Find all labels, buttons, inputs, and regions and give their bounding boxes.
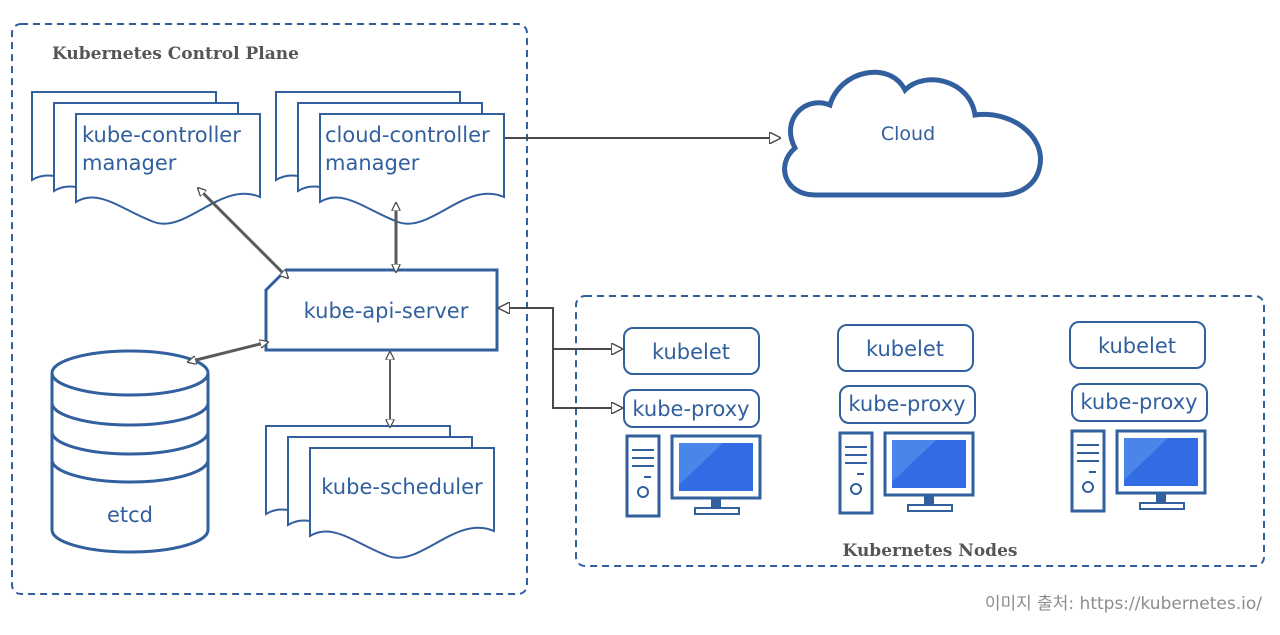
arrow-controller-api xyxy=(198,188,288,278)
computer-icon xyxy=(838,431,975,515)
kube-proxy-box xyxy=(1071,383,1208,422)
kube-proxy-label: kube-proxy xyxy=(1080,390,1197,414)
computer-icon xyxy=(625,434,762,518)
kube-proxy-box xyxy=(623,389,760,428)
kubelet-label: kubelet xyxy=(866,337,944,361)
cloud-controller-manager-label-2: manager xyxy=(325,151,420,175)
etcd-label: etcd xyxy=(107,503,153,527)
etcd-cylinder xyxy=(50,349,210,554)
kubelet-label: kubelet xyxy=(652,340,730,364)
kube-proxy-label: kube-proxy xyxy=(632,397,749,421)
kube-scheduler xyxy=(265,425,495,559)
arrows-api-to-node xyxy=(499,308,622,408)
arrow-etcd-api xyxy=(188,342,268,362)
cloud-shape xyxy=(782,69,1043,198)
kubelet-box xyxy=(623,327,760,375)
computer-icon xyxy=(1070,429,1207,513)
nodes-boundary xyxy=(575,295,1265,567)
node-3: kubelet kube-proxy xyxy=(1069,321,1208,513)
kubelet-box xyxy=(1069,321,1206,369)
kube-proxy-label: kube-proxy xyxy=(848,392,965,416)
kube-controller-manager xyxy=(31,91,261,225)
kube-controller-manager-label-1: kube-controller xyxy=(82,123,241,147)
cloud-controller-manager-label-1: cloud-controller xyxy=(325,123,490,147)
kube-api-server-label: kube-api-server xyxy=(304,299,469,323)
cloud-label: Cloud xyxy=(881,123,935,145)
kube-proxy-box xyxy=(839,385,976,424)
kubelet-box xyxy=(837,324,974,372)
nodes-title: Kubernetes Nodes xyxy=(843,541,1018,561)
node-1: kubelet kube-proxy xyxy=(623,327,762,518)
image-source-caption: 이미지 출처: https://kubernetes.io/ xyxy=(985,594,1262,614)
node-2: kubelet kube-proxy xyxy=(837,324,976,515)
kubelet-label: kubelet xyxy=(1098,334,1176,358)
control-plane-boundary xyxy=(11,23,528,595)
cloud-controller-manager xyxy=(275,91,505,225)
kube-scheduler-label: kube-scheduler xyxy=(321,475,483,499)
kube-controller-manager-label-2: manager xyxy=(82,151,177,175)
control-plane-title: Kubernetes Control Plane xyxy=(52,44,299,64)
